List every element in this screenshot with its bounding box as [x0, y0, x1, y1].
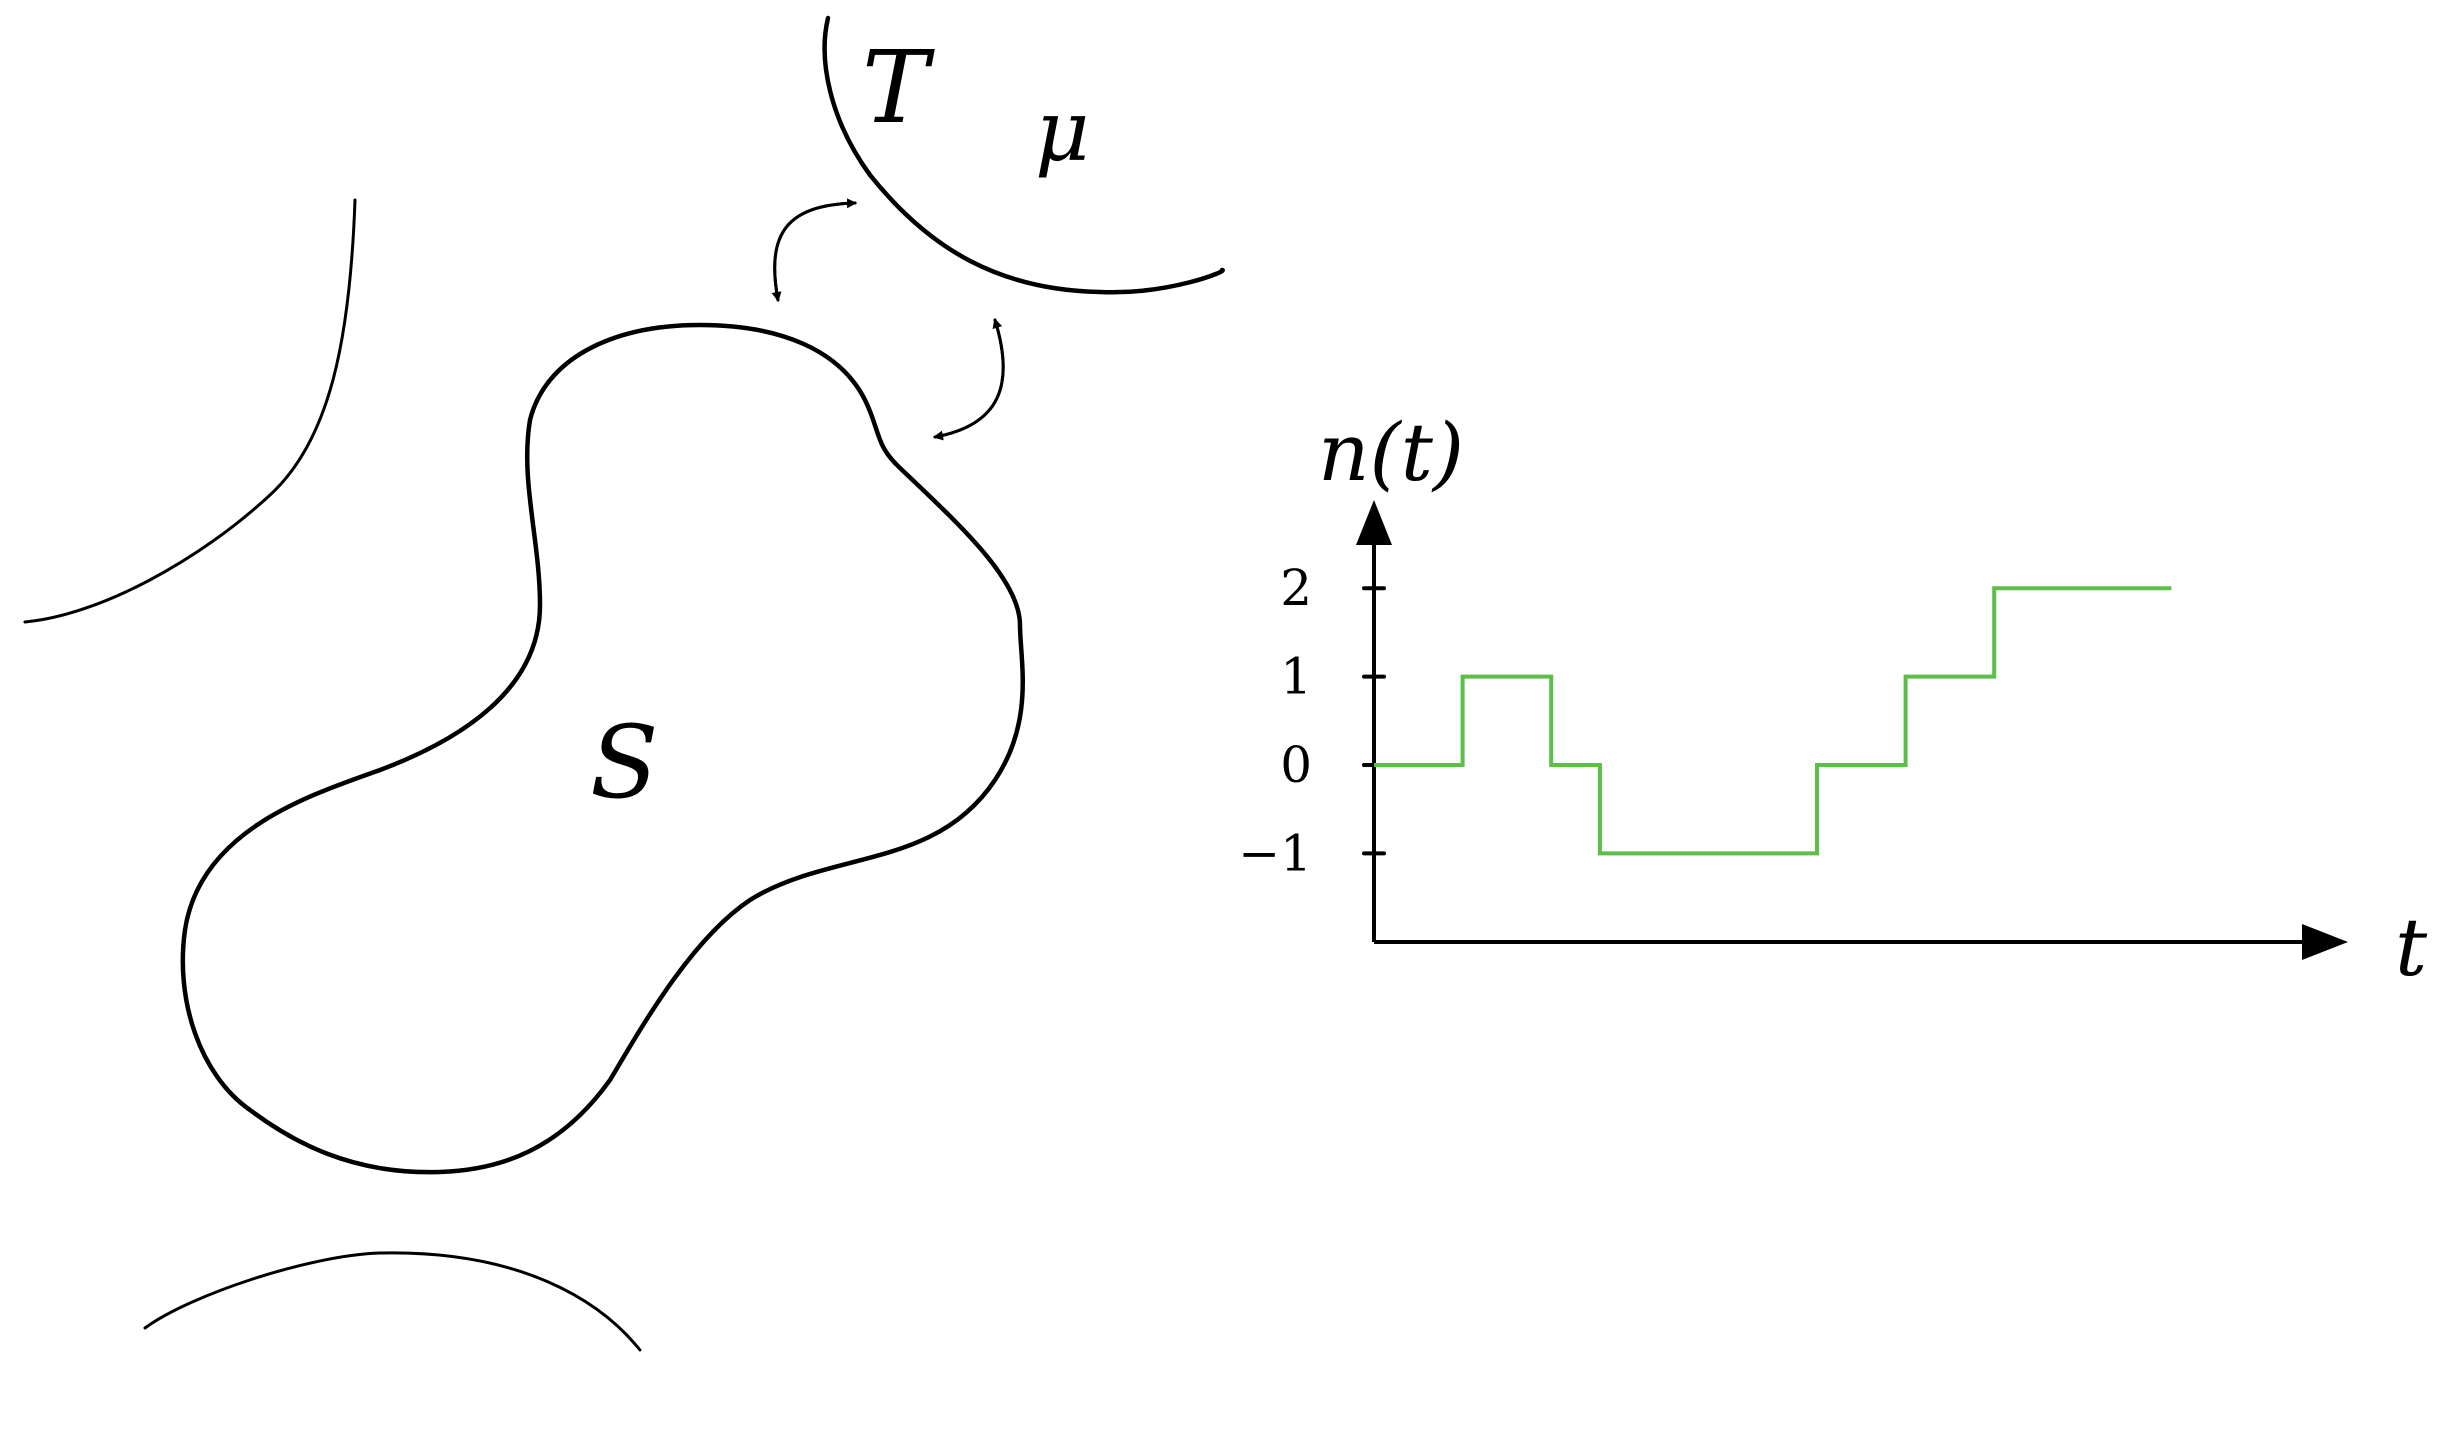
- y-tick-label: 2: [1280, 559, 1312, 617]
- y-tick-label: −1: [1238, 824, 1312, 882]
- y-tick-label: 1: [1280, 648, 1312, 706]
- y-tick-label: 0: [1280, 736, 1312, 794]
- x-axis-arrowhead: [2302, 924, 2348, 960]
- y-axis-arrowhead: [1356, 500, 1392, 545]
- exchange-arrow-upper: [773, 198, 857, 302]
- step-series-line: [1374, 586, 2172, 856]
- label-s: S: [590, 704, 659, 821]
- exchange-arrow-lower: [933, 318, 1005, 439]
- exchange-arrow-lower-start: [933, 318, 1005, 441]
- boundary-curve-t: [822, 15, 1225, 295]
- exchange-arrow-upper-start: [771, 201, 857, 302]
- region-s-outline: [180, 322, 1025, 1175]
- label-mu: μ: [1035, 82, 1090, 180]
- boundary-curve-left: [23, 198, 357, 624]
- y-axis-label: n(t): [1318, 406, 1464, 499]
- label-t: T: [862, 29, 935, 146]
- x-axis-label: t: [2395, 901, 2428, 994]
- step-chart: n(t) t 2 1 0 −1: [1238, 406, 2428, 994]
- y-ticks: 2 1 0 −1: [1238, 559, 1386, 882]
- boundary-curve-bottom: [143, 1251, 642, 1352]
